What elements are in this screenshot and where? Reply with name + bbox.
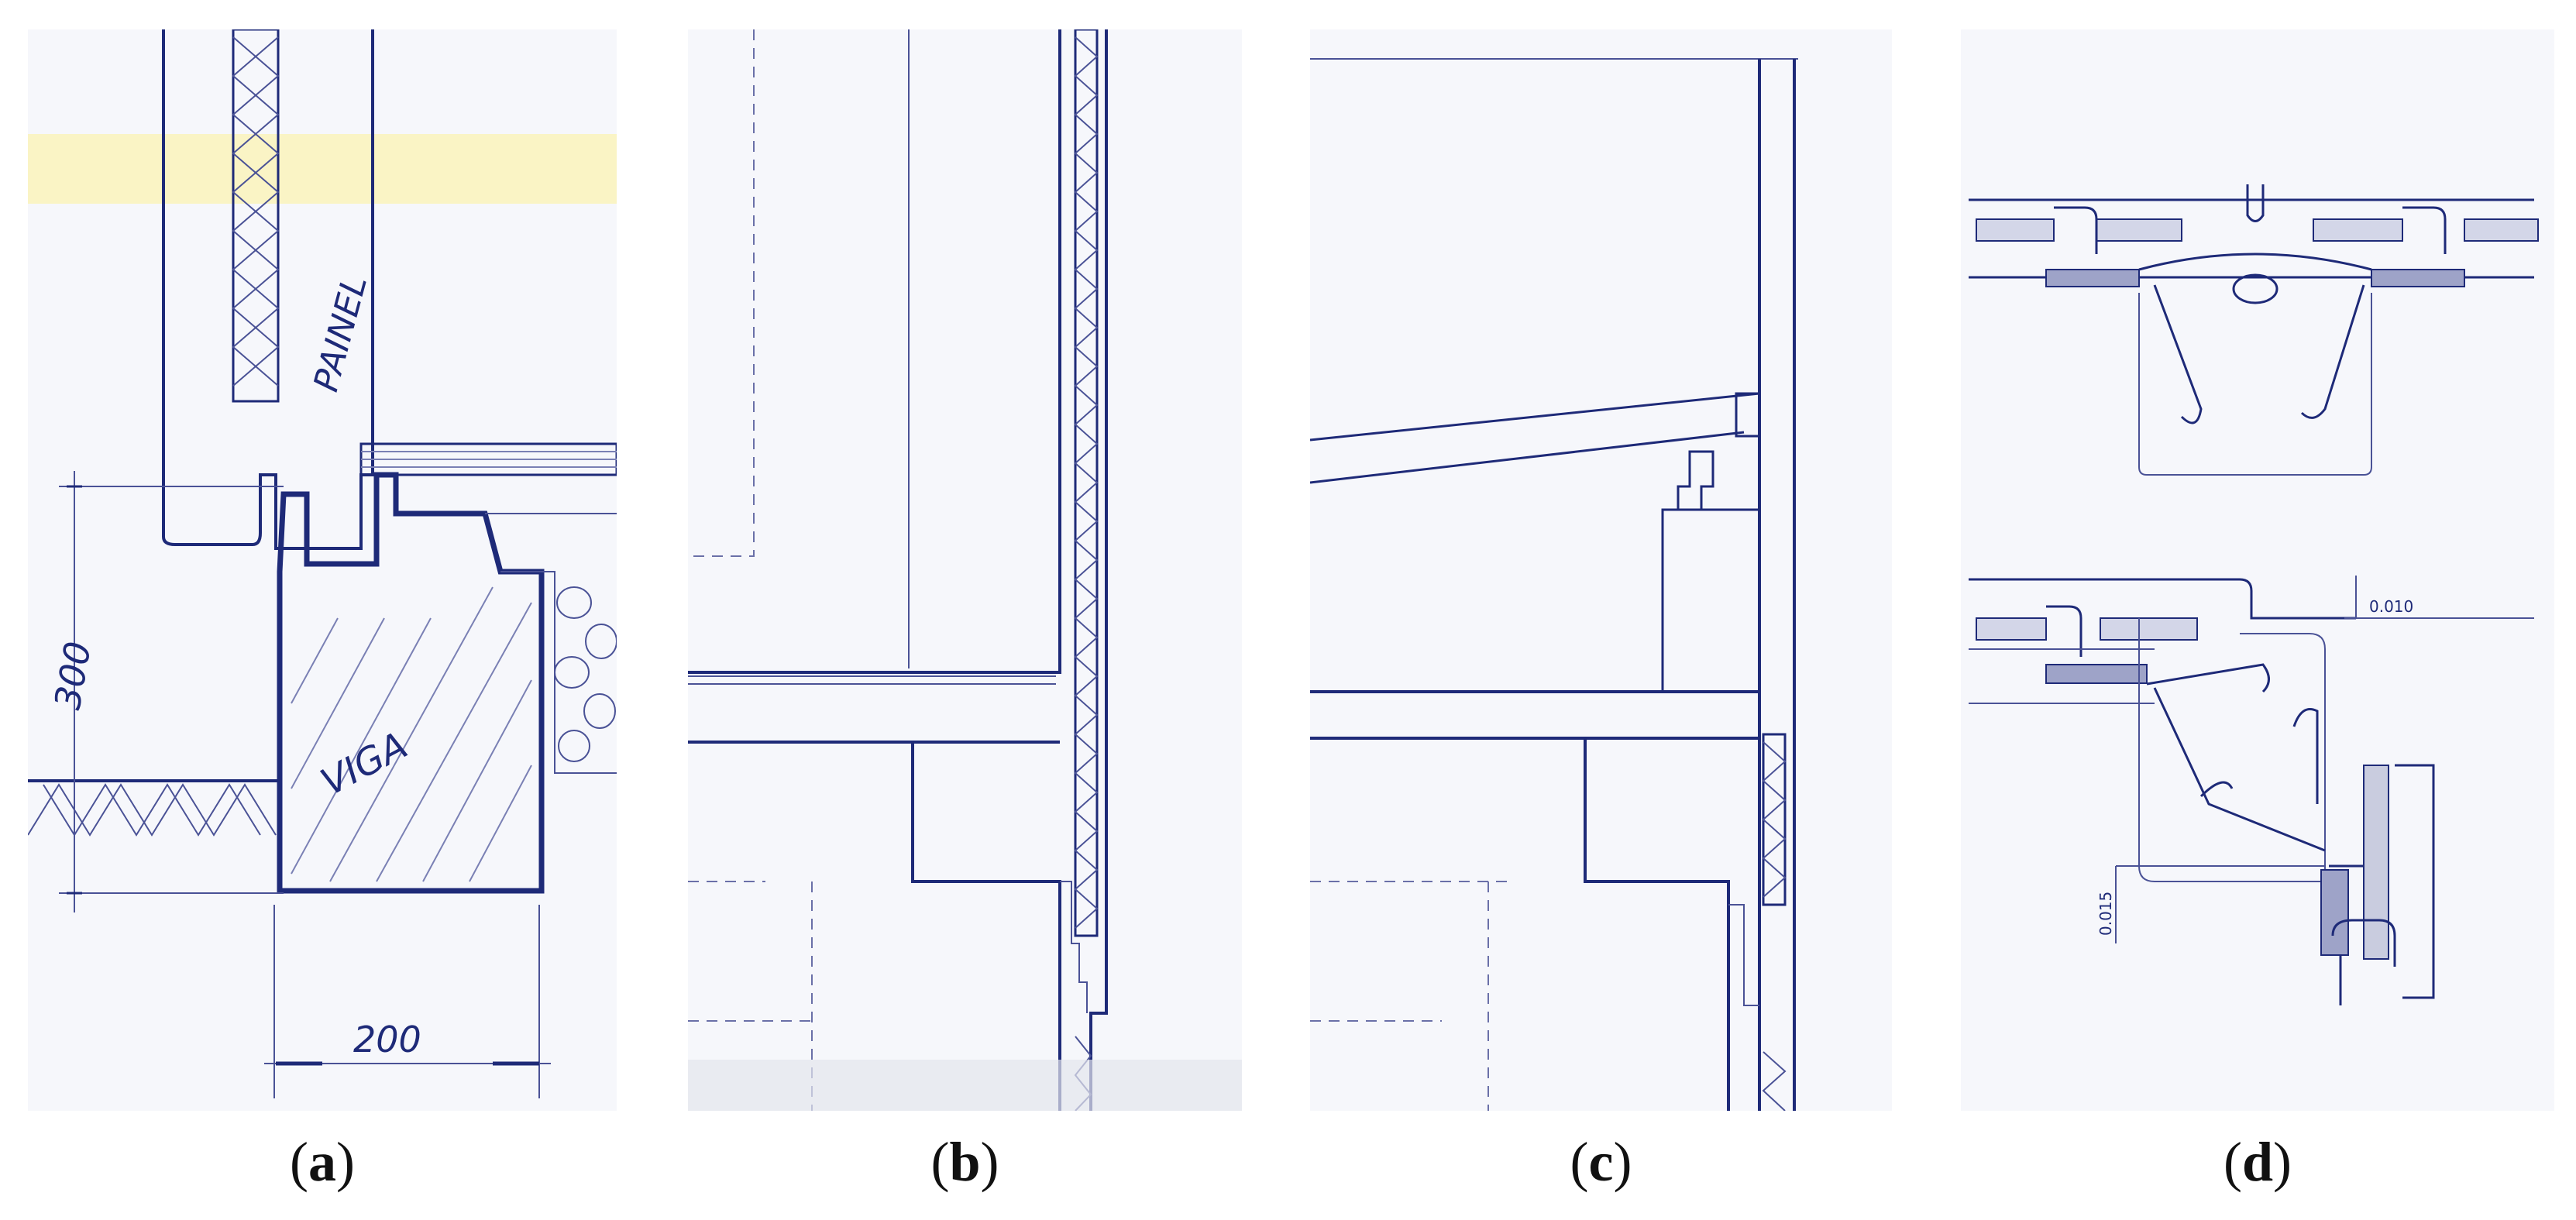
- step-profile: [1060, 881, 1088, 1013]
- cladding-zigzag: [1074, 36, 1099, 929]
- upper-insulation-right: [2464, 218, 2539, 242]
- floor-slab: [1310, 690, 1759, 740]
- hidden-line-1: [688, 29, 755, 557]
- caption-b: (b): [930, 1131, 999, 1193]
- insulation-cavity: [232, 29, 280, 403]
- dim-top-label: 0.010: [2369, 597, 2413, 616]
- wall-cladding: [1074, 29, 1099, 937]
- dim-height-300: 300: [46, 638, 99, 713]
- fill-outline: [485, 513, 617, 774]
- upper-gasket: [2138, 253, 2372, 271]
- step-profile: [1728, 904, 1759, 1006]
- sloped-roof: [1310, 392, 1760, 484]
- upper-insulation-mid-left: [2096, 218, 2182, 242]
- lower-beam-outline: [911, 742, 1061, 1111]
- dimension-height-ticks: [67, 485, 82, 895]
- wall-section: [1758, 59, 1796, 1111]
- panel-b-drawing: [688, 29, 1242, 1111]
- lower-recess-box: [2138, 618, 2326, 882]
- lower-slab-lines: [1969, 648, 2155, 704]
- dim-width-200: 200: [353, 1019, 421, 1060]
- caption-c: (c): [1570, 1131, 1632, 1193]
- gravel-fill: [554, 586, 617, 762]
- panel-c-drawing: [1310, 29, 1892, 1111]
- outer-face-line: [1089, 29, 1108, 1111]
- support-block: [1661, 508, 1761, 693]
- lower-zigzag: [1762, 1051, 1787, 1111]
- upper-insulation-mid-right: [2313, 218, 2403, 242]
- panel-a-drawing: PAINEL VIGA 300 200: [28, 29, 617, 1111]
- panel-d-drawing: 0.010 0.015: [1961, 29, 2554, 1111]
- lower-anchor-bottom: [2320, 869, 2349, 956]
- ground-hatch-2: [43, 783, 261, 837]
- column-lines: [688, 29, 1056, 685]
- hidden-lines: [1310, 881, 1512, 1111]
- lower-vertical-insulation: [2363, 765, 2389, 960]
- dim-top-lines: [2344, 576, 2534, 619]
- upper-gasket-bulb: [2232, 273, 2279, 304]
- caption-d: (d): [2223, 1131, 2292, 1193]
- lower-top-profile: [1969, 578, 2356, 620]
- roof-bearing: [1735, 392, 1761, 438]
- beam-viga-outline: [277, 472, 545, 894]
- scan-shadow: [688, 1060, 1242, 1111]
- lower-anchor-hooks: [2146, 663, 2326, 852]
- panel-c-svg: [1310, 58, 1798, 1111]
- panel-b-svg: [688, 29, 1242, 1111]
- dim-side-lines: [2115, 865, 2325, 943]
- insulation-zigzag-2: [232, 36, 280, 387]
- ground-hatch: [28, 783, 277, 837]
- upper-anchor-right: [2371, 269, 2465, 287]
- upper-anchor-hooks: [2153, 284, 2365, 424]
- lower-flashing: [2046, 605, 2082, 657]
- upper-flashing: [2054, 206, 2447, 254]
- bracket: [1677, 450, 1714, 511]
- upper-joint-notch: [2246, 184, 2265, 222]
- panel-a-svg: PAINEL VIGA 300 200: [28, 29, 617, 1098]
- panel-d-svg: 0.010 0.015: [1969, 184, 2539, 1005]
- beam-outline: [1584, 738, 1730, 1111]
- upper-anchor-left: [2045, 269, 2140, 287]
- lower-anchor-top: [2045, 664, 2148, 684]
- label-painel: PAINEL: [306, 271, 375, 396]
- beam-hatching: [291, 586, 532, 882]
- dim-side-label: 0.015: [2096, 892, 2115, 936]
- cladding-zigzag: [1762, 741, 1787, 898]
- label-viga: VIGA: [314, 723, 414, 804]
- cladding: [1762, 733, 1787, 906]
- lower-bottom-hook: [2331, 919, 2396, 967]
- slab-hatching: [361, 451, 617, 468]
- dimension-height-lines: [59, 471, 284, 912]
- slab-outline: [688, 29, 1061, 744]
- highlight-band: [28, 134, 617, 204]
- lower-insulation-left: [1976, 617, 2047, 641]
- dimension-width-lines: [264, 905, 551, 1098]
- upper-recess-box: [2138, 293, 2372, 476]
- caption-a: (a): [290, 1131, 355, 1193]
- upper-insulation-left: [1976, 218, 2055, 242]
- lower-insulation-mid: [2100, 617, 2198, 641]
